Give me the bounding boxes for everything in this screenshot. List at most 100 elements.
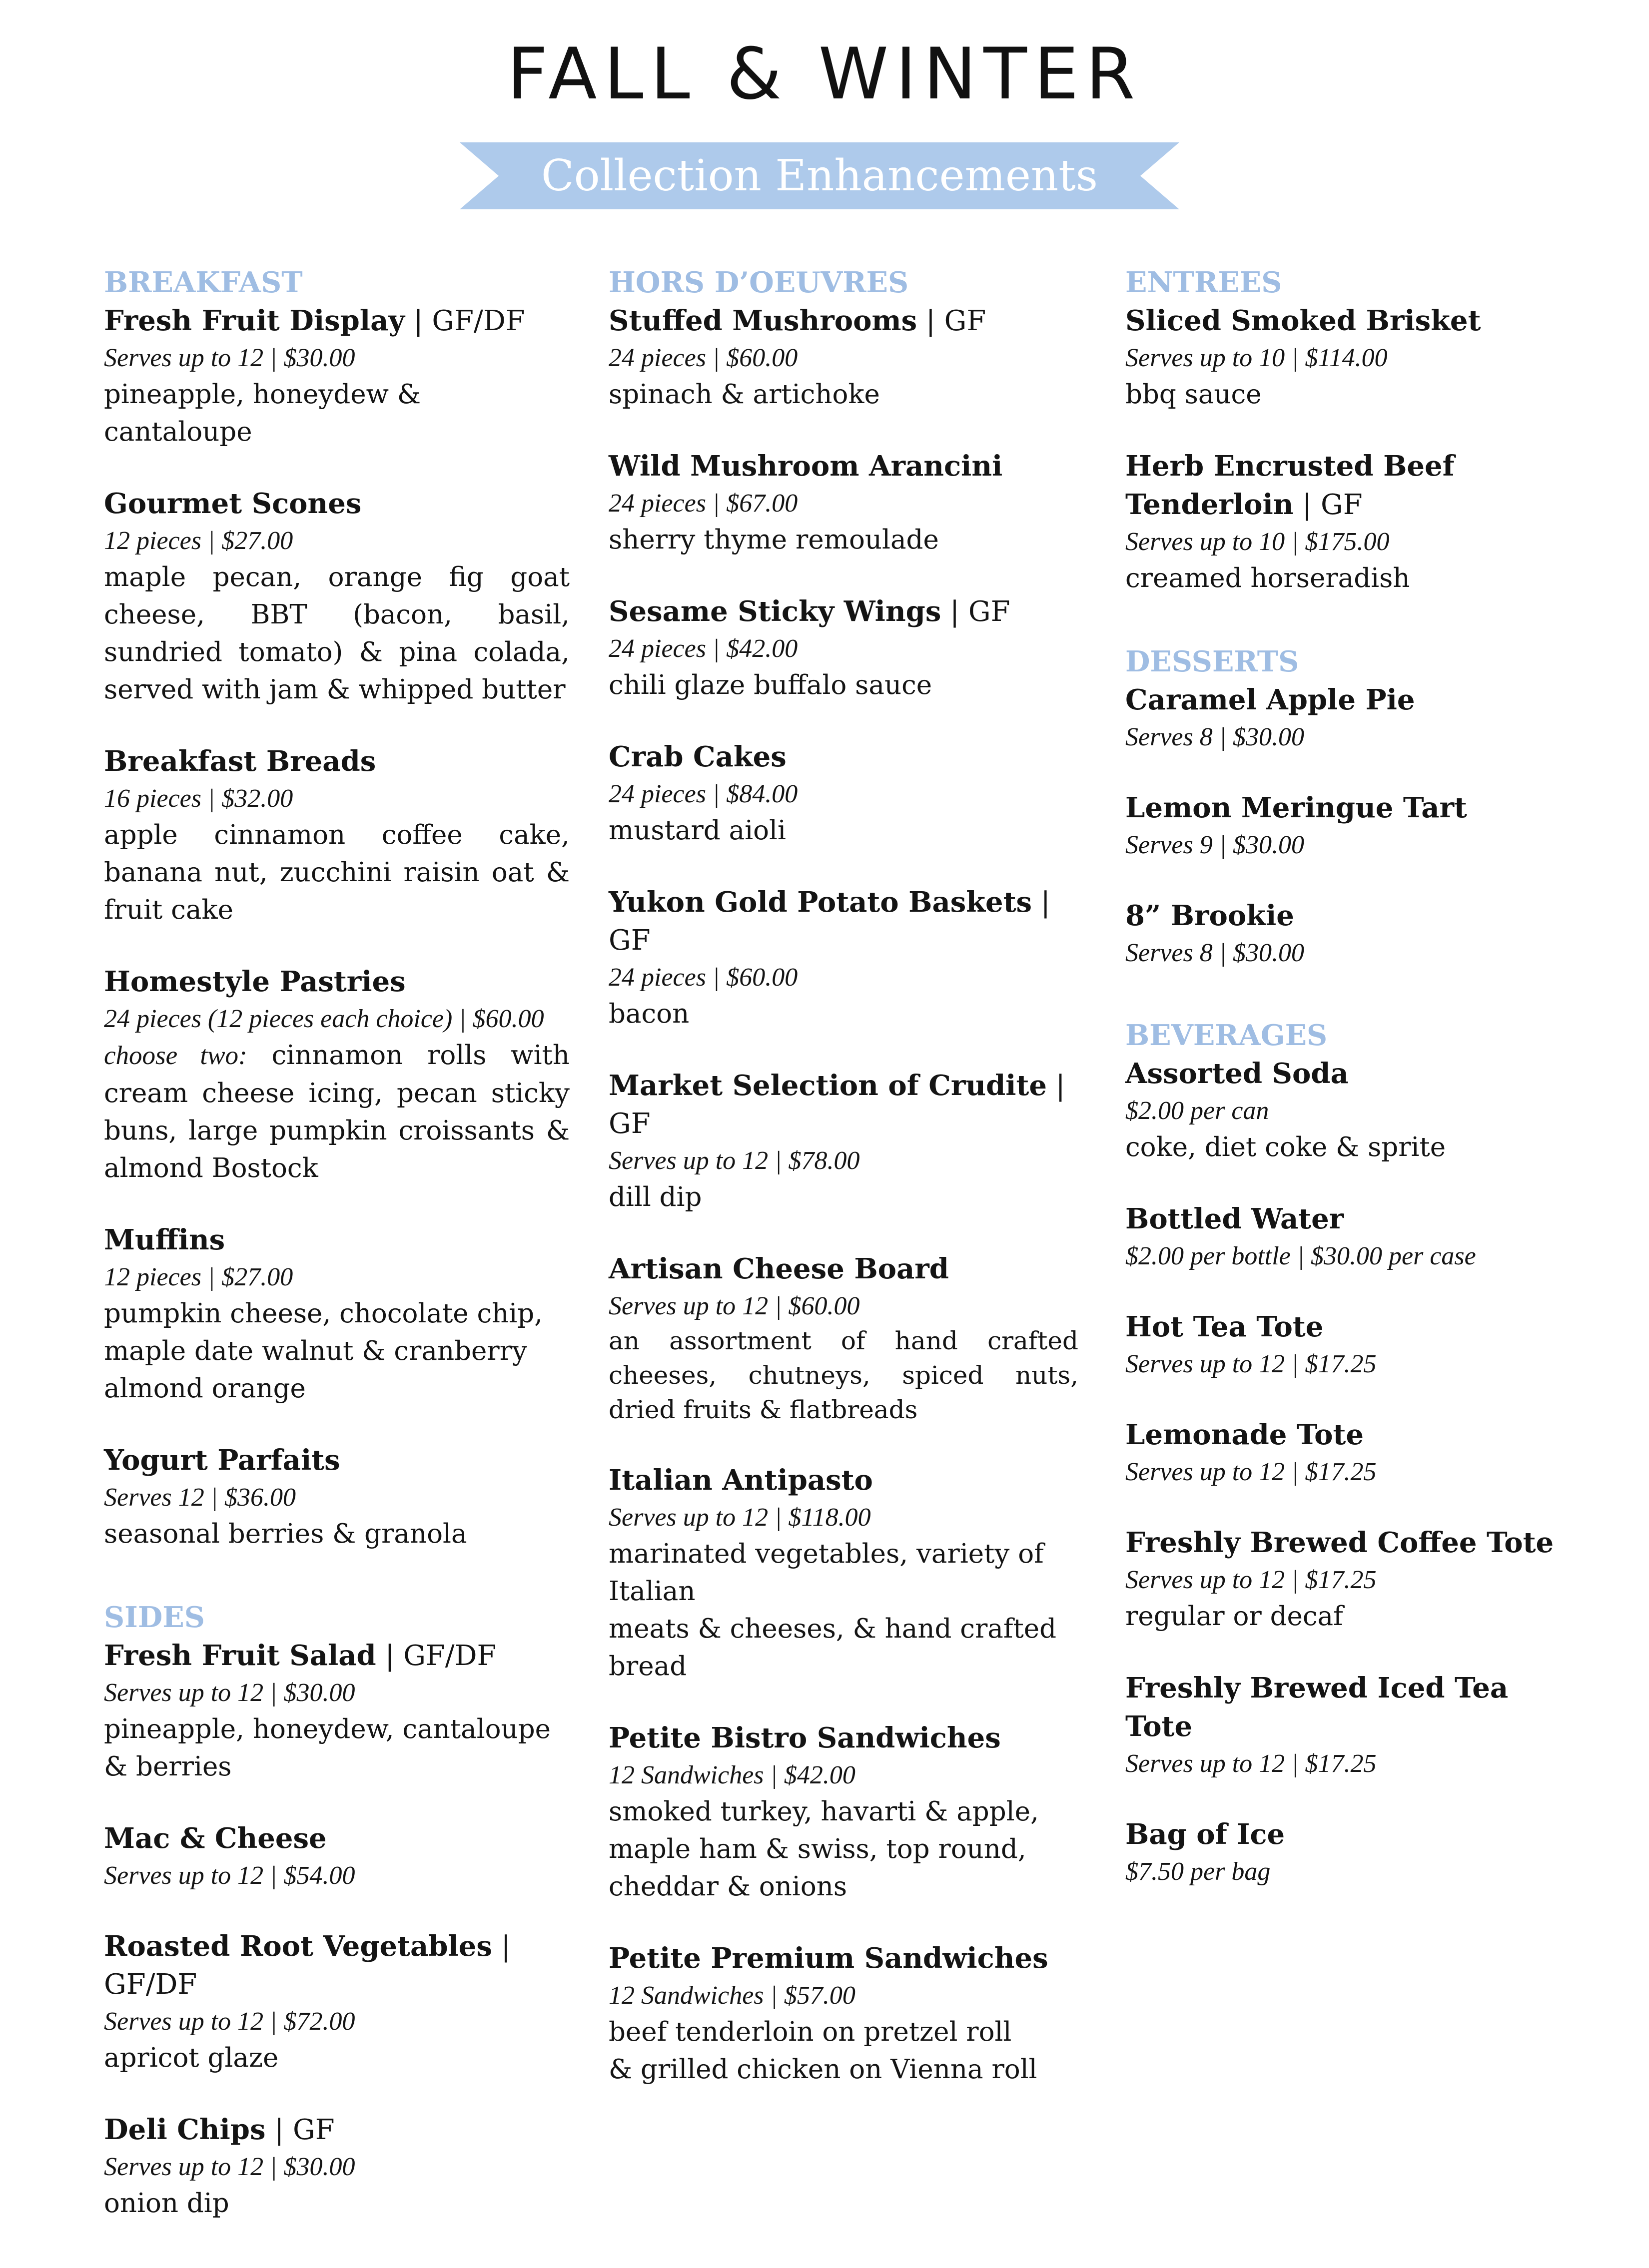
item-description: sherry thyme remoulade xyxy=(609,521,1078,559)
item-name-line: Roasted Root Vegetables | GF/DF xyxy=(104,1927,570,2004)
item-serving-price: Serves up to 12 | $118.00 xyxy=(609,1503,871,1532)
item-name: Sesame Sticky Wings xyxy=(609,595,941,628)
item-serving-price: 12 pieces | $27.00 xyxy=(104,527,293,555)
item-serving-price: Serves 9 | $30.00 xyxy=(1125,831,1305,859)
item-name: Yogurt Parfaits xyxy=(104,1444,340,1477)
item-serving-price: $2.00 per bottle | $30.00 per case xyxy=(1125,1242,1476,1270)
item-name-line: Lemon Meringue Tart xyxy=(1125,789,1555,827)
item-serving-price: Serves 12 | $36.00 xyxy=(104,1483,296,1512)
item-serving-price: Serves up to 12 | $30.00 xyxy=(104,2153,355,2181)
dietary-tag: | GF xyxy=(609,1070,1065,1140)
item-description: bbq sauce xyxy=(1125,376,1555,413)
item-name-line: Freshly Brewed Iced Tea Tote xyxy=(1125,1669,1555,1746)
item-serving-price: Serves up to 10 | $114.00 xyxy=(1125,344,1388,372)
dietary-tag: | GF xyxy=(941,595,1010,628)
item-name-line: Hot Tea Tote xyxy=(1125,1308,1555,1346)
item-serving-price: Serves up to 12 | $17.25 xyxy=(1125,1350,1377,1378)
item-name: Muffins xyxy=(104,1223,225,1256)
section-heading: DESSERTS xyxy=(1125,645,1299,678)
item-description: marinated vegetables, variety of Italian… xyxy=(609,1535,1078,1685)
description-line: pumpkin cheese, chocolate chip, xyxy=(104,1298,543,1329)
description-prefix: choose two: xyxy=(104,1041,247,1070)
item-serving-price: Serves up to 12 | $17.25 xyxy=(1125,1566,1377,1594)
item-name-line: Sliced Smoked Brisket xyxy=(1125,302,1555,340)
item-name: Gourmet Scones xyxy=(104,487,362,520)
dietary-tag: | GF/DF xyxy=(404,305,525,337)
item-serving-price: 24 pieces | $67.00 xyxy=(609,489,798,518)
item-name-line: Freshly Brewed Coffee Tote xyxy=(1125,1524,1555,1562)
item-name-line: Yukon Gold Potato Baskets | GF xyxy=(609,883,1078,960)
description-line: creamed horseradish xyxy=(1125,563,1410,593)
item-description: dill dip xyxy=(609,1178,1078,1216)
item-name-line: Sesame Sticky Wings | GF xyxy=(609,592,1078,631)
collection-subtitle: Collection Enhancements xyxy=(541,151,1098,201)
item-name: Stuffed Mushrooms xyxy=(609,304,917,337)
section-heading: SIDES xyxy=(104,1601,205,1634)
item-name-line: Breakfast Breads xyxy=(104,742,570,781)
item-name: Wild Mushroom Arancini xyxy=(609,450,1003,483)
item-name-line: Homestyle Pastries xyxy=(104,963,570,1001)
item-name: Lemonade Tote xyxy=(1125,1418,1364,1451)
description-line: sherry thyme remoulade xyxy=(609,525,939,555)
item-serving-price: Serves up to 12 | $54.00 xyxy=(104,1861,355,1890)
item-name-line: Muffins xyxy=(104,1221,570,1259)
description-line: bbq sauce xyxy=(1125,379,1262,410)
item-name-line: Stuffed Mushrooms | GF xyxy=(609,302,1078,340)
dietary-tag: | GF/DF xyxy=(376,1640,497,1672)
item-name-line: Market Selection of Crudite | GF xyxy=(609,1067,1078,1143)
item-name-line: Artisan Cheese Board xyxy=(609,1250,1078,1288)
description-line: pineapple, honeydew & cantaloupe xyxy=(104,379,421,447)
ribbon-banner-shape xyxy=(460,142,1179,209)
item-name-line: Mac & Cheese xyxy=(104,1819,570,1858)
item-name-line: Fresh Fruit Salad | GF/DF xyxy=(104,1637,570,1675)
item-serving-price: Serves up to 12 | $30.00 xyxy=(104,1679,355,1707)
item-name-line: Wild Mushroom Arancini xyxy=(609,447,1078,486)
description-line: maple ham & swiss, top round, xyxy=(609,1834,1026,1864)
item-name: Caramel Apple Pie xyxy=(1125,683,1415,716)
item-serving-price: 24 pieces | $60.00 xyxy=(609,344,798,372)
menu-item: Bag of Ice$7.50 per bag xyxy=(1125,1815,1555,1889)
item-name: Lemon Meringue Tart xyxy=(1125,791,1467,824)
item-serving-price: Serves up to 12 | $72.00 xyxy=(104,2007,355,2036)
item-name: Freshly Brewed Iced Tea Tote xyxy=(1125,1672,1509,1743)
item-name: Petite Bistro Sandwiches xyxy=(609,1721,1001,1754)
item-description: chili glaze buffalo sauce xyxy=(609,666,1078,704)
item-description: mustard aioli xyxy=(609,812,1078,849)
item-description: apricot glaze xyxy=(104,2039,570,2077)
item-name-line: Bag of Ice xyxy=(1125,1815,1555,1854)
item-name: Breakfast Breads xyxy=(104,745,376,778)
description-line: almond orange xyxy=(104,1373,306,1404)
item-description: regular or decaf xyxy=(1125,1598,1555,1635)
section-heading: BREAKFAST xyxy=(104,266,303,299)
item-name-line: Gourmet Scones xyxy=(104,485,570,523)
item-description: apple cinnamon coffee cake, banana nut, … xyxy=(104,816,570,929)
description-line: spinach & artichoke xyxy=(609,379,880,410)
item-description: bacon xyxy=(609,995,1078,1033)
dietary-tag: | GF xyxy=(609,886,1050,957)
item-name-line: Petite Premium Sandwiches xyxy=(609,1939,1078,1978)
item-serving-price: Serves up to 12 | $17.25 xyxy=(1125,1749,1377,1778)
item-serving-price: Serves up to 10 | $175.00 xyxy=(1125,528,1390,556)
description-line: maple pecan, orange fig goat cheese, BBT… xyxy=(104,562,570,705)
item-serving-price: Serves up to 12 | $30.00 xyxy=(104,344,355,372)
description-line: chili glaze buffalo sauce xyxy=(609,670,932,700)
description-line: dill dip xyxy=(609,1182,702,1212)
item-name-line: Crab Cakes xyxy=(609,738,1078,776)
description-line: cinnamon rolls with cream cheese icing, … xyxy=(104,1040,570,1183)
description-line: apple cinnamon coffee cake, banana nut, … xyxy=(104,820,570,925)
item-serving-price: Serves up to 12 | $60.00 xyxy=(609,1292,860,1320)
page-title: FALL & WINTER xyxy=(507,33,1142,115)
